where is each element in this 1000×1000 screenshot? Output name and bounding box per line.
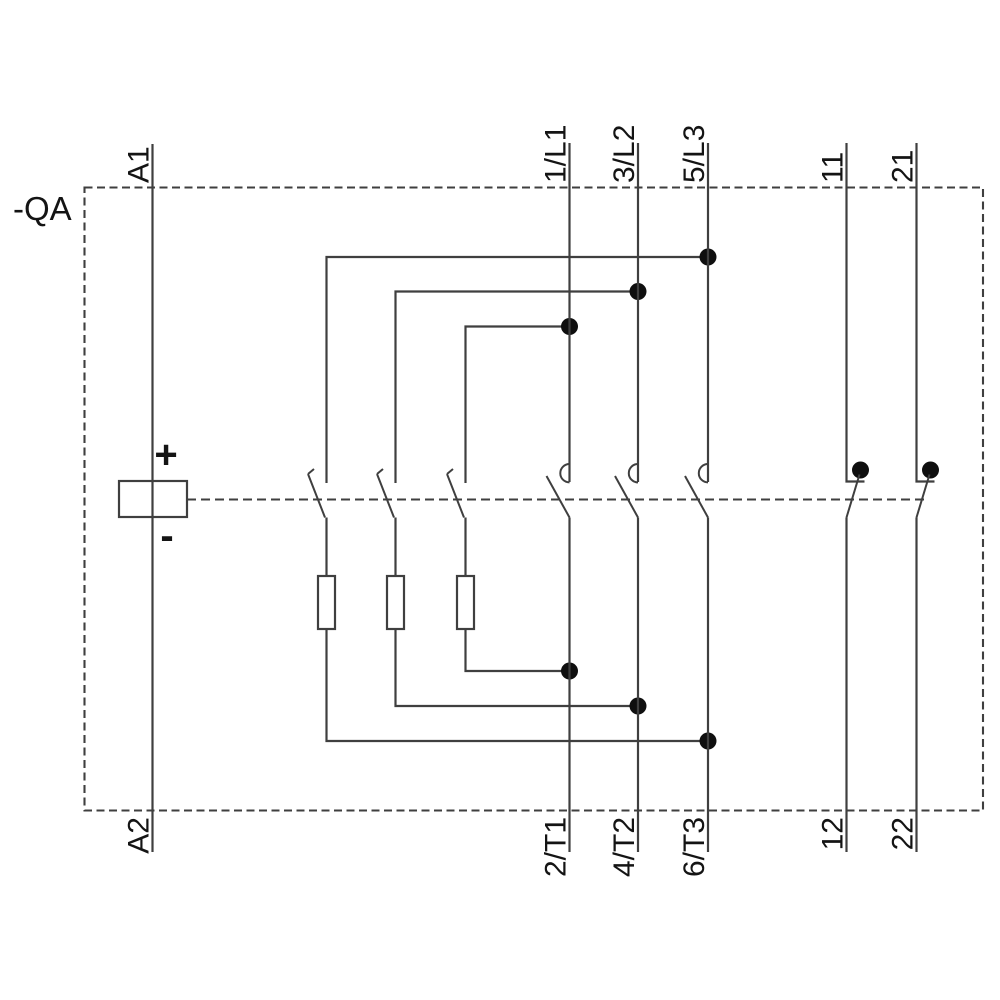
suppressor3-lower-wire (464, 629, 570, 673)
terminal-label-1l1: 1/L1 (540, 125, 573, 183)
terminal-label-12: 12 (817, 817, 850, 850)
main-pole-2: 3/L2 4/T2 (608, 125, 641, 877)
device-designation-label: -QA (13, 190, 72, 227)
aux1-contact-blade (845, 474, 861, 518)
coil-polarity-plus: + (154, 433, 177, 477)
terminal-label-a1: A1 (123, 146, 156, 183)
aux-contact-1: 11 12 (817, 143, 869, 852)
terminal-label-4t2: 4/T2 (608, 817, 641, 877)
pole2-contact-arc (627, 463, 639, 484)
aux-contact-2: 21 22 (887, 143, 939, 852)
device-outline (83, 186, 985, 812)
terminal-label-22: 22 (887, 817, 920, 850)
suppressor2-lower-wire (394, 629, 638, 708)
suppressor3-resistor-symbol (455, 574, 476, 631)
coil-polarity-minus: - (160, 514, 173, 558)
suppressor2-upper-wire (394, 290, 638, 483)
pole2-contact-blade (614, 475, 639, 518)
pole1-contact-arc (559, 463, 570, 484)
main-pole-3: 5/L3 6/T3 (678, 125, 711, 877)
suppressor1-upper-wire (325, 255, 708, 483)
aux2-contact-blade (915, 474, 931, 518)
suppressor-branch-2 (376, 283, 647, 715)
terminal-label-5l3: 5/L3 (678, 125, 711, 183)
suppressor3-switch-blade (446, 468, 465, 518)
pole3-contact-blade (684, 475, 709, 518)
suppressor2-resistor-symbol (385, 574, 406, 631)
pole1-contact-blade (545, 475, 571, 518)
coil-branch: + - A1 A2 (117, 144, 189, 854)
terminal-label-11: 11 (817, 152, 850, 183)
suppressor1-switch-blade (307, 468, 326, 518)
suppressor-branch-1 (307, 248, 717, 750)
suppressor3-upper-wire (464, 325, 570, 483)
terminal-label-2t1: 2/T1 (540, 817, 573, 877)
aux2-contact-dot (922, 461, 939, 479)
terminal-label-3l2: 3/L2 (608, 125, 641, 183)
suppressor1-resistor-symbol (316, 574, 337, 631)
suppressor1-lower-wire (325, 629, 708, 743)
aux1-contact-dot (852, 461, 869, 479)
main-pole-1: 1/L1 2/T1 (540, 125, 573, 877)
suppressor-branch-3 (446, 318, 578, 680)
suppressor2-switch-blade (376, 468, 395, 518)
terminal-label-21: 21 (887, 150, 920, 183)
terminal-label-6t3: 6/T3 (678, 817, 711, 877)
terminal-label-a2: A2 (123, 817, 156, 854)
pole3-contact-arc (697, 463, 709, 484)
aux1-input-wire (845, 143, 865, 483)
aux2-input-wire (915, 143, 935, 483)
